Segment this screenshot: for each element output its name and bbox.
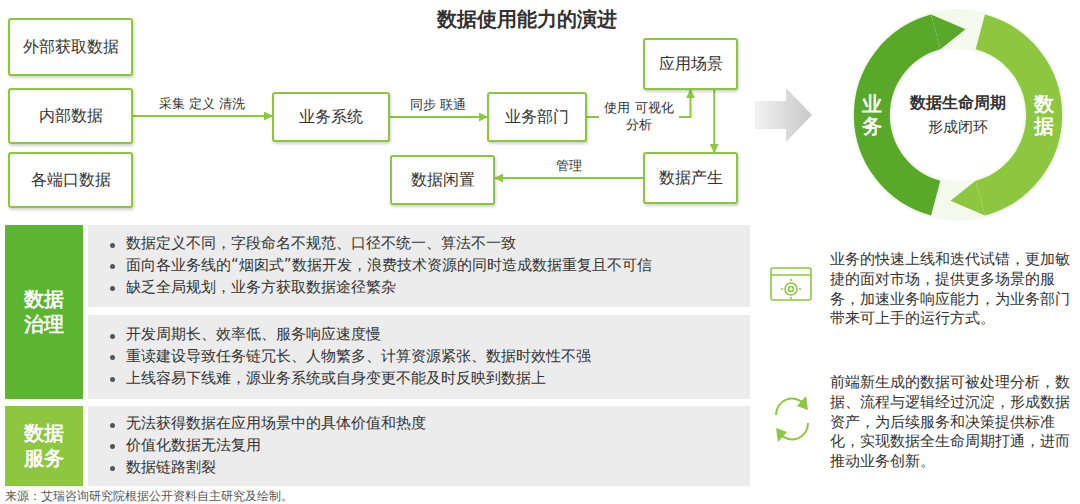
node-text: 数据生命周期 — [910, 93, 1006, 114]
edge-label: 管理 — [553, 158, 585, 175]
cycle-arrowhead — [931, 15, 965, 50]
flow-arrow — [495, 177, 643, 179]
bullet-item: 无法获得数据在应用场景中的具体价值和热度 — [126, 413, 426, 435]
node-text: 数据服务 — [24, 421, 65, 471]
flow-arrow — [713, 90, 715, 152]
process-box: 业务部门 — [487, 92, 587, 142]
node-text: 形成闭环 — [928, 118, 988, 137]
category-band: 数据治理 — [5, 225, 83, 399]
bullet-item: 数据定义不同，字段命名不规范、口径不统一、算法不一致 — [126, 233, 516, 255]
node-text: 业务系统 — [299, 107, 363, 128]
bullet-item: 价值化数据无法复用 — [126, 435, 261, 457]
issue-panel: 数据定义不同，字段命名不规范、口径不统一、算法不一致面向各业务线的“烟囱式”数据… — [88, 225, 750, 307]
cycle-label: 业务 — [862, 93, 882, 137]
bullet-item: 重读建设导致任务链冗长、人物繁多、计算资源紧张、数据时效性不强 — [126, 346, 591, 368]
node-text: 数据闲置 — [411, 170, 475, 191]
source-caption: 来源：艾瑞咨询研究院根据公开资料自主研究及绘制。 — [5, 488, 293, 504]
source-box: 外部获取数据 — [8, 18, 133, 76]
bullet-item: 缺乏全局规划，业务方获取数据途径繁杂 — [126, 277, 396, 299]
bullet-item: 数据链路割裂 — [126, 457, 216, 479]
bullet-item: 上线容易下线难，源业务系统或自身变更不能及时反映到数据上 — [126, 368, 546, 390]
process-box: 业务系统 — [272, 92, 390, 142]
source-box: 内部数据 — [8, 88, 133, 144]
node-text: 应用场景 — [659, 54, 723, 75]
node-text: 业务部门 — [505, 107, 569, 128]
category-band: 数据服务 — [5, 406, 83, 486]
node-text: 内部数据 — [39, 106, 103, 127]
edge-label: 使用 可视化分析 — [599, 100, 679, 134]
issue-panel: 开发周期长、效率低、服务响应速度慢重读建设导致任务链冗长、人物繁多、计算资源紧张… — [88, 315, 750, 399]
bullet-item: 面向各业务线的“烟囱式”数据开发，浪费技术资源的同时造成数据重复且不可信 — [126, 255, 652, 277]
cycle-arrowhead — [951, 181, 985, 216]
edge-label: 采集 定义 清洗 — [156, 96, 248, 113]
flow-arrow — [133, 115, 272, 117]
cycle-label: 数据 — [1034, 93, 1054, 137]
description-text: 前端新生成的数据可被处理分析，数据、流程与逻辑经过沉淀，形成数据资产，为后续服务… — [830, 373, 1075, 472]
edge-label: 同步 联通 — [407, 97, 469, 114]
node-text: 外部获取数据 — [23, 37, 119, 58]
refresh-icon — [776, 396, 808, 442]
bullet-item: 开发周期长、效率低、服务响应速度慢 — [126, 324, 381, 346]
process-box: 数据闲置 — [390, 155, 495, 205]
node-text: 各端口数据 — [31, 170, 111, 191]
source-box: 各端口数据 — [8, 152, 133, 208]
process-box: 数据产生 — [643, 152, 738, 204]
node-text: 数据治理 — [24, 287, 65, 337]
node-text: 数据产生 — [659, 168, 723, 189]
cycle-shadow — [852, 9, 1064, 221]
diagram-title: 数据使用能力的演进 — [437, 6, 617, 33]
transition-arrow — [755, 88, 812, 142]
issue-panel: 无法获得数据在应用场景中的具体价值和热度价值化数据无法复用数据链路割裂 — [88, 406, 750, 486]
cycle-center: 数据生命周期形成闭环 — [892, 49, 1024, 181]
description-text: 业务的快速上线和迭代试错，更加敏捷的面对市场，提供更多场景的服务，加速业务响应能… — [830, 250, 1075, 329]
gear-window-icon — [771, 268, 811, 300]
process-box: 应用场景 — [643, 38, 738, 90]
flow-arrow — [390, 116, 487, 118]
